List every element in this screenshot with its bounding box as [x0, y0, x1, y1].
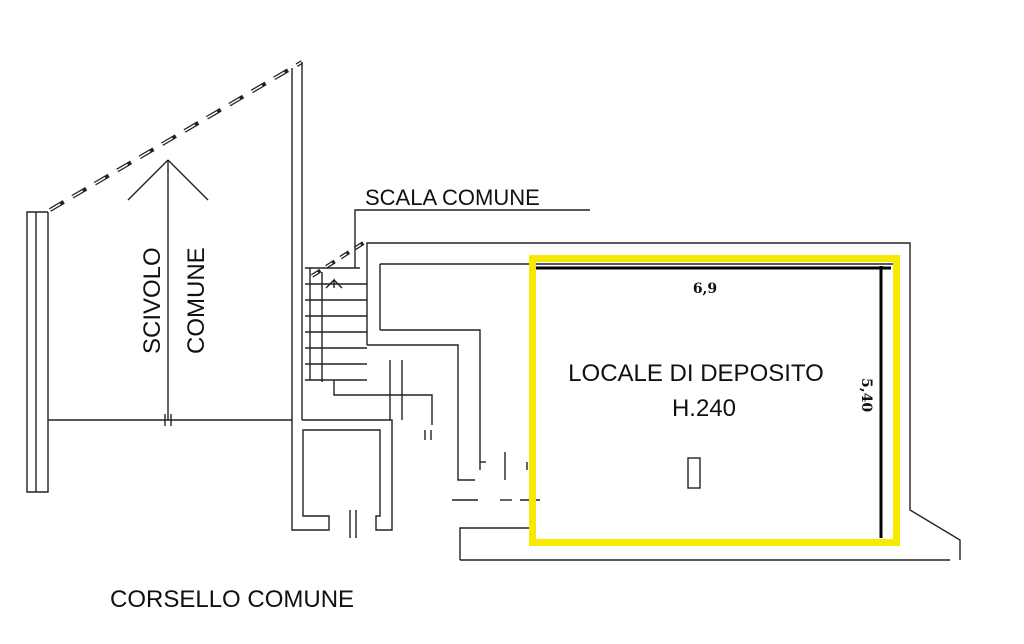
- stair-label-leader: [354, 209, 590, 268]
- stair-treads: [305, 267, 367, 382]
- width-dimension-label: 6,9: [693, 281, 717, 297]
- corridor-label: CORSELLO COMUNE: [110, 586, 354, 613]
- room-name-label: LOCALE DI DEPOSITO: [568, 360, 824, 387]
- room-fixture: [687, 457, 701, 489]
- ramp-label-line2: COMUNE: [183, 247, 210, 354]
- ramp-slope-line: [48, 60, 304, 212]
- stair-label: SCALA COMUNE: [365, 185, 540, 210]
- lower-wall: [459, 527, 530, 560]
- ramp-slope-line-inner: [49, 61, 303, 211]
- ramp-left-wall: [26, 211, 49, 493]
- central-wall: [291, 62, 303, 420]
- stair-base-room: [291, 419, 393, 538]
- passage-lines: [333, 329, 486, 481]
- ramp-arrow: [127, 159, 209, 426]
- storage-room-highlight: [529, 255, 900, 546]
- stair-arrow: [325, 278, 343, 289]
- depth-dimension-label: 5,40: [858, 378, 874, 412]
- room-height-label: H.240: [672, 395, 736, 422]
- stair-outline: [366, 242, 961, 560]
- ramp-label-line1: SCIVOLO: [139, 247, 166, 354]
- door-marks: [452, 452, 540, 501]
